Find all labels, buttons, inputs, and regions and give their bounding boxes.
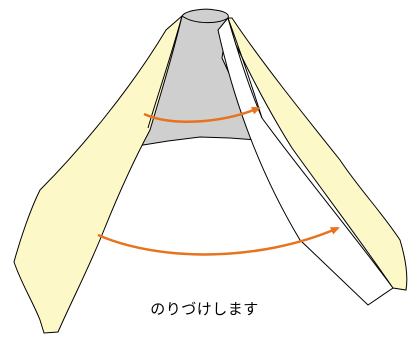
top-cap <box>181 8 229 24</box>
lower-fold-arrow <box>97 226 340 256</box>
glue-strip <box>217 16 394 306</box>
left-flap-fold <box>147 15 183 129</box>
upper-fold-arrow <box>143 106 261 123</box>
right-flap-fold <box>227 17 263 119</box>
caption-text: のりづけします <box>150 300 259 318</box>
left-flap <box>13 14 183 334</box>
right-flap <box>227 17 408 291</box>
